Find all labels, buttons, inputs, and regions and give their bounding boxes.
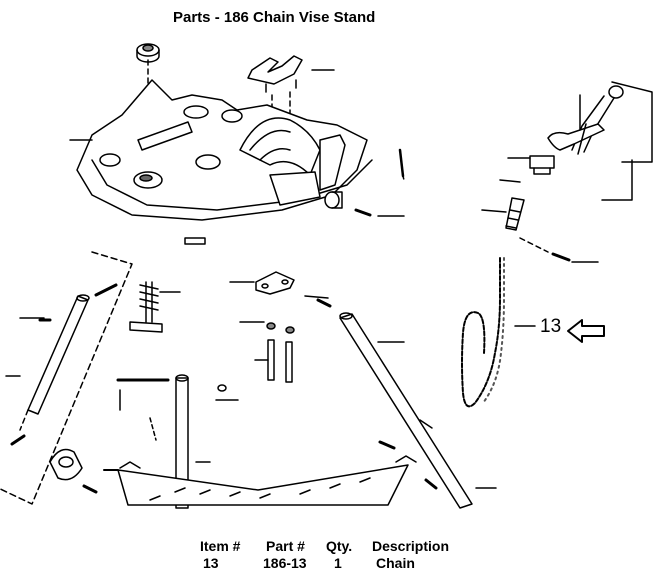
clamp-bracket (229, 271, 329, 299)
bushing (324, 191, 343, 209)
cell-description: Chain (376, 555, 415, 571)
cam-block (507, 155, 555, 175)
cell-part: 186-13 (263, 555, 307, 571)
page-title: Parts - 186 Chain Vise Stand (173, 9, 376, 26)
chain-13 (461, 257, 505, 408)
center-leg (175, 374, 189, 509)
arrow-pointer (567, 319, 605, 343)
header-qty: Qty. (326, 538, 353, 554)
cell-qty: 1 (334, 555, 342, 571)
bolts (254, 339, 293, 383)
right-leg (316, 298, 497, 509)
leg-socket (49, 448, 98, 494)
callout-number-13: 13 (540, 316, 562, 337)
header-part: Part # (266, 538, 305, 554)
left-leg (5, 283, 118, 446)
header-description: Description (372, 538, 450, 554)
top-nut (136, 43, 160, 63)
chain-hook (481, 197, 525, 231)
base-spreader (103, 455, 417, 506)
header-item: Item # (200, 538, 241, 554)
upper-jaw (247, 55, 303, 93)
handle-assembly (547, 81, 653, 201)
vise-tray (69, 79, 373, 245)
cell-item: 13 (203, 555, 219, 571)
t-screw (129, 281, 181, 333)
